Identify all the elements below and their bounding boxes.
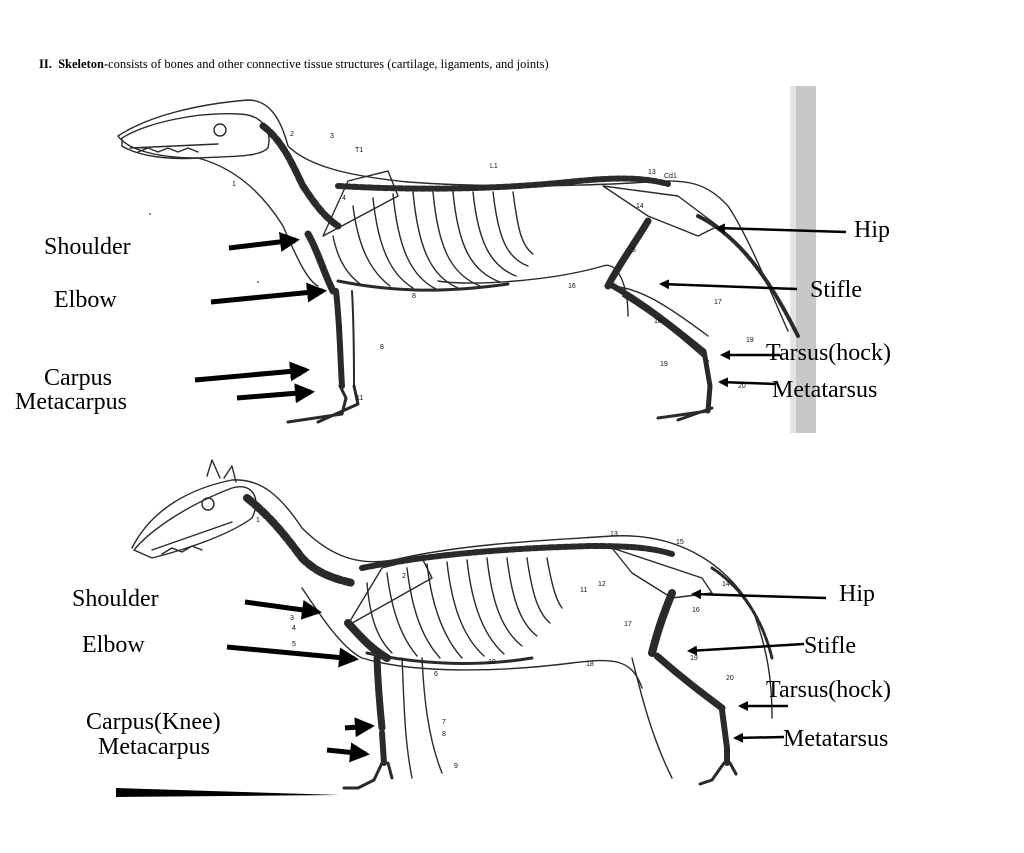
dog-num-cd1: Cd1: [664, 173, 677, 180]
dog-tibia: [610, 283, 706, 354]
dog-num-10: 10: [294, 371, 302, 378]
dog-tail: [696, 214, 800, 338]
horse-ribcage: [366, 557, 563, 659]
horse-cannon-front: [379, 730, 387, 766]
dog-num-1: 1: [232, 181, 236, 188]
horse-label-metacarpus: Metacarpus: [98, 734, 210, 760]
dog-num-18: 18: [654, 318, 662, 325]
horse-radius: [373, 654, 386, 732]
dog-body-outline: [117, 99, 789, 332]
horse-skeleton-diagram: 1 2 3 4 5 6 7 8 9 10 11 12 13 14 15 16 1…: [112, 458, 792, 798]
dog-hind-paw: [656, 406, 714, 422]
horse-num-10: 10: [488, 659, 496, 666]
dog-humerus: [304, 230, 337, 295]
horse-num-14: 14: [722, 581, 730, 588]
dog-num-16: 16: [568, 283, 576, 290]
dog-num-17: 17: [714, 299, 722, 306]
horse-cervical-vertebrae: [243, 494, 356, 587]
dog-scapula: [322, 170, 399, 237]
horse-num-6: 6: [434, 671, 438, 678]
horse-num-20: 20: [726, 675, 734, 682]
dog-num-15: 15: [628, 247, 636, 254]
dog-radius-ulna: [333, 288, 345, 389]
scan-edge: [796, 86, 816, 433]
horse-label-elbow: Elbow: [82, 632, 145, 658]
dog-skeleton-drawing: 1 2 3 T1 4 7 8 8 9 10 11 L1 13 Cd1 14 15…: [117, 86, 816, 433]
dog-num-9: 9: [338, 325, 342, 332]
horse-hind-hoof: [698, 761, 738, 786]
horse-num-4: 4: [292, 625, 296, 632]
horse-num-1: 1: [256, 517, 260, 524]
dog-num-20: 20: [738, 383, 746, 390]
heading-roman: II.: [39, 57, 52, 71]
dog-label-hip: Hip: [854, 217, 890, 243]
dog-label-stifle: Stifle: [810, 277, 862, 303]
dog-num-2: 2: [290, 131, 294, 138]
horse-skull: [133, 486, 257, 559]
dog-label-elbow: Elbow: [54, 287, 117, 313]
horse-num-9: 9: [454, 763, 458, 770]
dog-num-19a: 19: [746, 337, 754, 344]
horse-num-15: 15: [676, 539, 684, 546]
dog-label-metacarpus: Metacarpus: [15, 389, 127, 415]
dog-num-13: 13: [648, 169, 656, 176]
horse-pelvis: [611, 547, 713, 599]
dog-num-8a: 8: [412, 293, 416, 300]
dog-pelvis: [602, 185, 719, 237]
horse-num-13: 13: [610, 531, 618, 538]
horse-num-2: 2: [402, 573, 406, 580]
horse-num-7: 7: [442, 719, 446, 726]
horse-label-tarsus: Tarsus(hock): [766, 677, 891, 703]
horse-num-16: 16: [692, 607, 700, 614]
horse-num-12: 12: [598, 581, 606, 588]
horse-femur: [648, 589, 676, 657]
dog-metatarsus: [701, 348, 713, 414]
scan-edge-light: [790, 86, 796, 433]
horse-front-hoof: [342, 761, 394, 790]
horse-label-carpus: Carpus(Knee): [86, 709, 221, 735]
dog-num-19b: 19: [660, 361, 668, 368]
dog-label-shoulder: Shoulder: [44, 234, 131, 260]
horse-label-hip: Hip: [839, 581, 875, 607]
horse-num-11: 11: [580, 587, 587, 594]
dog-num-l1: L1: [490, 163, 498, 170]
dog-num-3: 3: [330, 133, 334, 140]
dog-num-14: 14: [636, 203, 644, 210]
horse-label-metatarsus: Metatarsus: [783, 726, 889, 752]
horse-label-stifle: Stifle: [804, 633, 856, 659]
dog-cervical-vertebrae: [259, 122, 342, 230]
dog-ribcage: [332, 191, 534, 290]
dog-num-t1: T1: [355, 147, 363, 154]
heading-term: Skeleton-: [58, 57, 109, 71]
heading-definition: consists of bones and other connective t…: [108, 57, 549, 71]
dog-skeleton-diagram: 1 2 3 T1 4 7 8 8 9 10 11 L1 13 Cd1 14 15…: [108, 86, 816, 433]
horse-num-3: 3: [290, 615, 294, 622]
horse-humerus: [344, 619, 391, 662]
horse-skeleton-drawing: 1 2 3 4 5 6 7 8 9 10 11 12 13 14 15 16 1…: [131, 459, 774, 790]
dog-num-7: 7: [322, 265, 326, 272]
dog-label-carpus: Carpus: [44, 365, 112, 391]
horse-num-18: 18: [586, 661, 594, 668]
horse-num-8: 8: [442, 731, 446, 738]
section-heading: II. Skeleton-consists of bones and other…: [39, 57, 549, 72]
horse-body-outline: [131, 479, 773, 719]
dog-label-metatarsus: Metatarsus: [772, 377, 878, 403]
dog-label-tarsus: Tarsus(hock): [766, 340, 891, 366]
horse-spine: [359, 543, 675, 571]
horse-num-5: 5: [292, 641, 296, 648]
horse-scapula: [346, 557, 433, 627]
dog-num-11: 11: [356, 395, 363, 402]
dog-skull: [121, 113, 270, 160]
horse-label-shoulder: Shoulder: [72, 586, 159, 612]
dog-num-8b: 8: [380, 344, 384, 351]
horse-num-17: 17: [624, 621, 632, 628]
dog-front-paw: [286, 384, 360, 424]
horse-cannon-hind: [719, 707, 730, 766]
dog-femur: [604, 217, 652, 290]
dog-num-4: 4: [342, 195, 346, 202]
horse-num-19: 19: [690, 655, 698, 662]
horse-tibia: [653, 652, 726, 712]
